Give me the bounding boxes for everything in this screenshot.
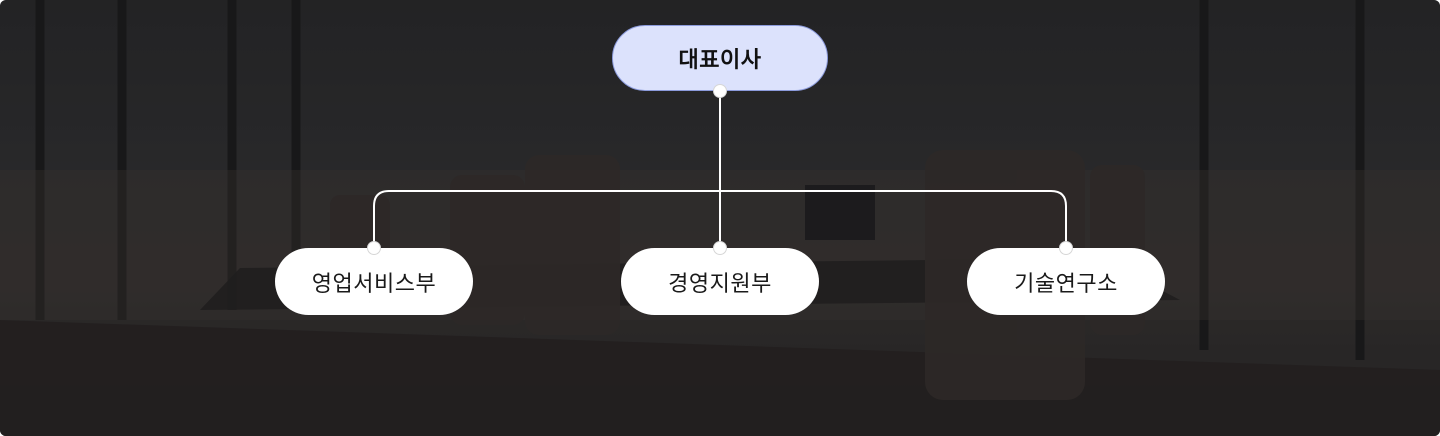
child-connector-dot xyxy=(367,241,381,255)
child-connector-dot xyxy=(713,241,727,255)
child-node-label: 영업서비스부 xyxy=(311,271,437,297)
ceo-node: 대표이사 xyxy=(612,25,828,91)
child-node-tech-lab: 기술연구소 xyxy=(967,248,1165,315)
child-node-sales-service: 영업서비스부 xyxy=(275,248,473,315)
child-connector-dot xyxy=(1059,241,1073,255)
ceo-node-label: 대표이사 xyxy=(678,48,762,73)
root-connector-dot xyxy=(713,84,727,98)
child-node-label: 경영지원부 xyxy=(668,271,772,297)
child-node-management-support: 경영지원부 xyxy=(621,248,819,315)
child-node-label: 기술연구소 xyxy=(1014,271,1118,297)
